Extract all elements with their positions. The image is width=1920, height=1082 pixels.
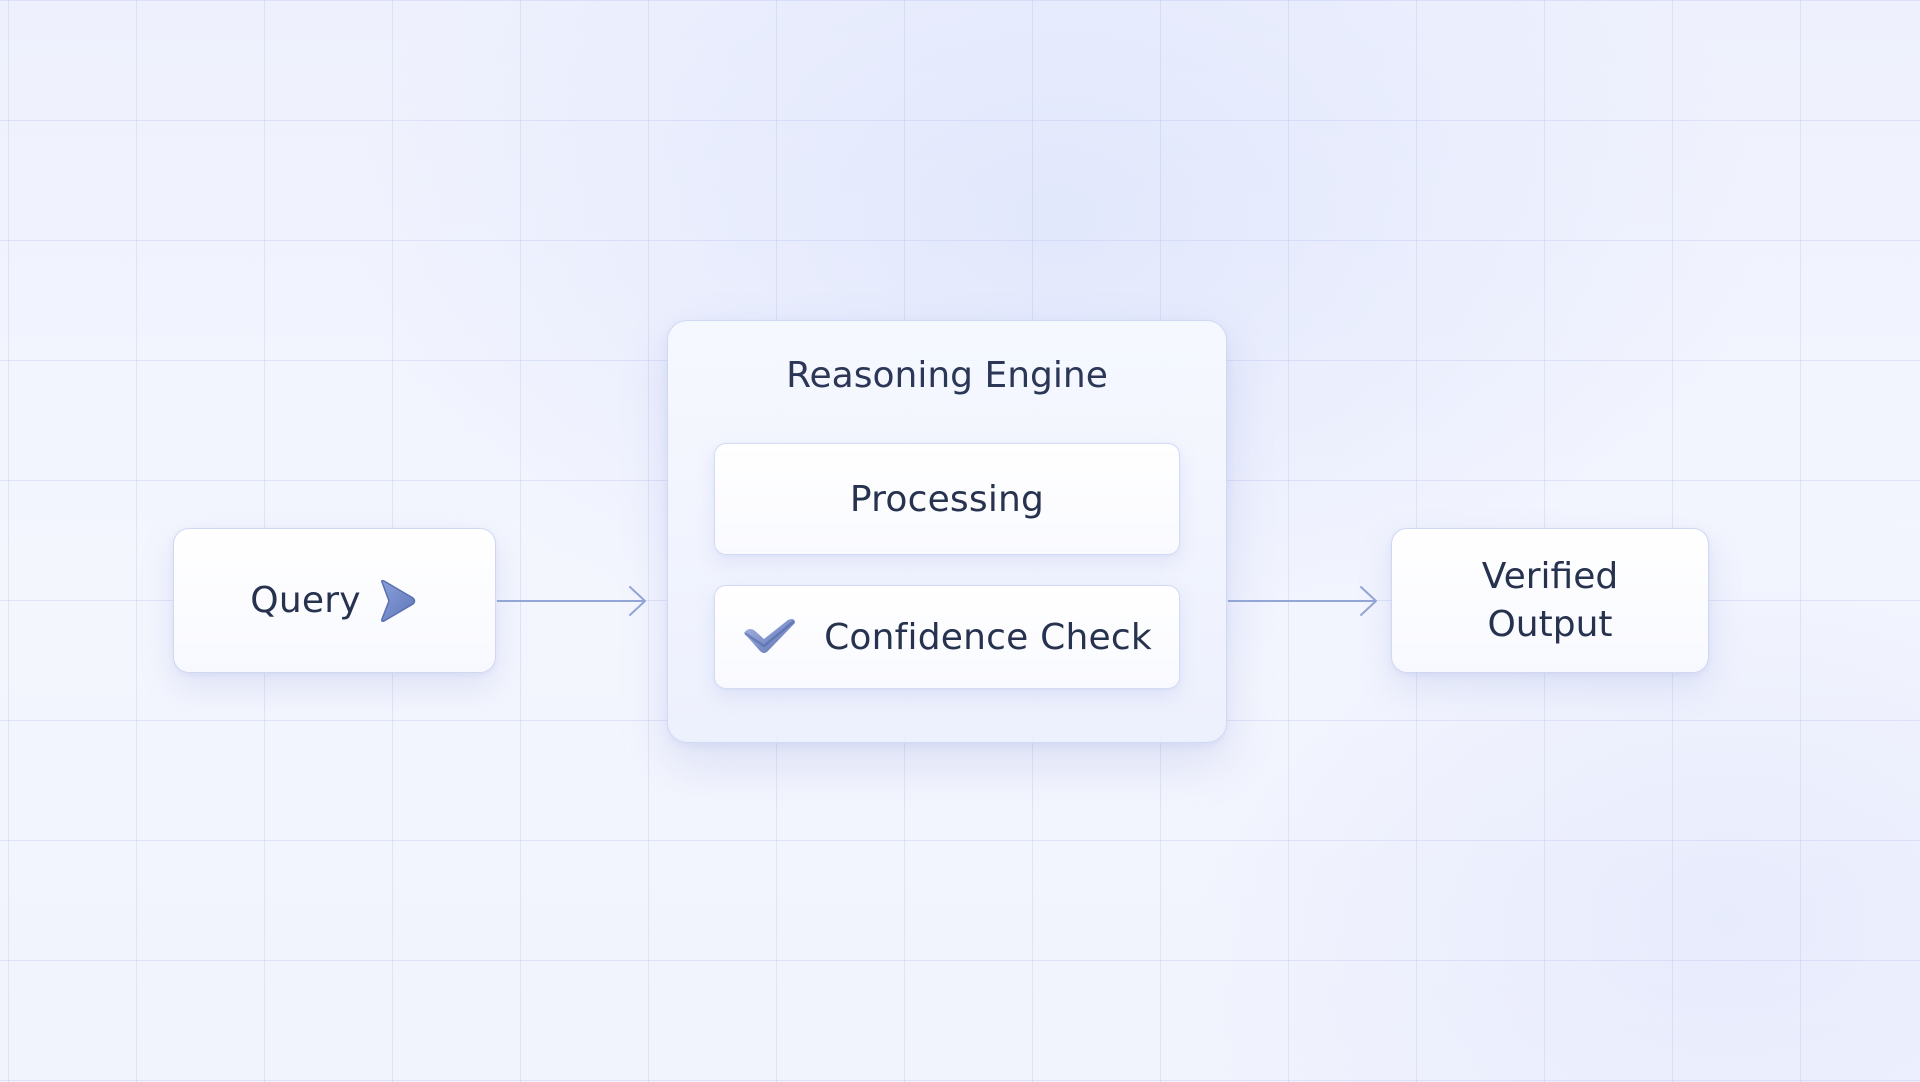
confidence-check-step[interactable]: Confidence Check (714, 585, 1180, 689)
query-node[interactable]: Query (173, 528, 496, 673)
processing-label: Processing (849, 478, 1045, 520)
confidence-check-label: Confidence Check (824, 616, 1152, 658)
query-label: Query (250, 580, 361, 621)
output-label-line2: Output (1487, 603, 1613, 645)
reasoning-engine-title: Reasoning Engine (786, 355, 1108, 396)
connector-arrow-query-engine (497, 586, 646, 616)
output-label-line1: Verified (1481, 555, 1619, 597)
connector-arrow-engine-output (1228, 586, 1377, 616)
verified-output-node[interactable]: Verified Output (1391, 528, 1709, 673)
reasoning-engine-panel: Reasoning Engine Processing Confidence C… (667, 320, 1227, 743)
checkmark-icon (742, 617, 798, 657)
processing-step[interactable]: Processing (714, 443, 1180, 555)
play-arrow-icon (377, 578, 419, 624)
